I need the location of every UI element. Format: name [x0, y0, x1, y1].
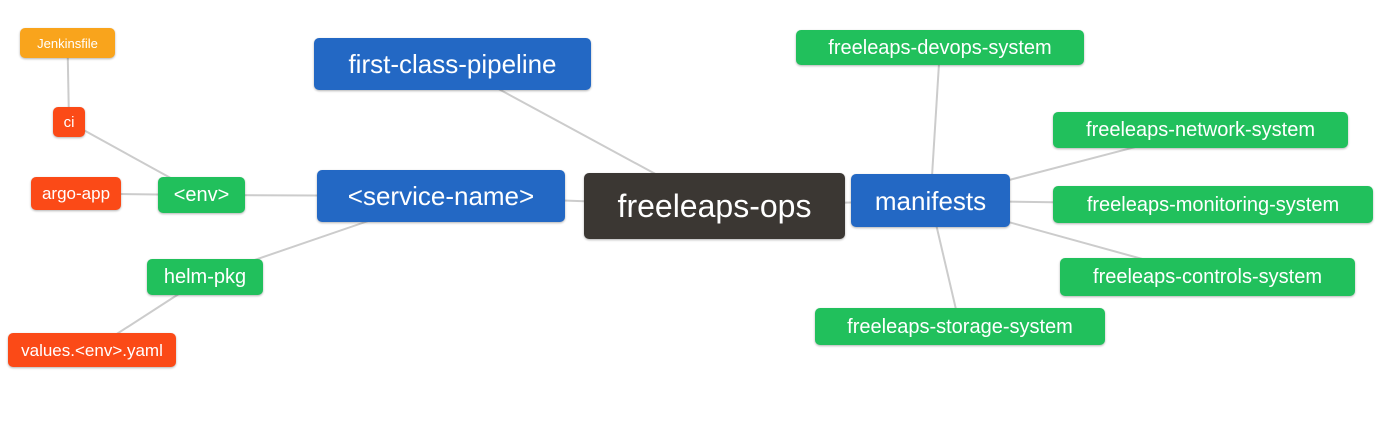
node-freeleaps-storage-system[interactable]: freeleaps-storage-system — [815, 308, 1105, 345]
node-freeleaps-ops[interactable]: freeleaps-ops — [584, 173, 845, 239]
node-helm-pkg[interactable]: helm-pkg — [147, 259, 263, 295]
node-values-env-yaml[interactable]: values.<env>.yaml — [8, 333, 176, 367]
node-manifests[interactable]: manifests — [851, 174, 1010, 227]
node-freeleaps-devops-system[interactable]: freeleaps-devops-system — [796, 30, 1084, 65]
node-env[interactable]: <env> — [158, 177, 245, 213]
node-freeleaps-network-system[interactable]: freeleaps-network-system — [1053, 112, 1348, 148]
node-freeleaps-controls-system[interactable]: freeleaps-controls-system — [1060, 258, 1355, 296]
node-ci[interactable]: ci — [53, 107, 85, 137]
node-freeleaps-monitoring-system[interactable]: freeleaps-monitoring-system — [1053, 186, 1373, 223]
node-jenkinsfile[interactable]: Jenkinsfile — [20, 28, 115, 58]
node-service-name[interactable]: <service-name> — [317, 170, 565, 222]
node-argo-app[interactable]: argo-app — [31, 177, 121, 210]
node-first-class-pipeline[interactable]: first-class-pipeline — [314, 38, 591, 90]
